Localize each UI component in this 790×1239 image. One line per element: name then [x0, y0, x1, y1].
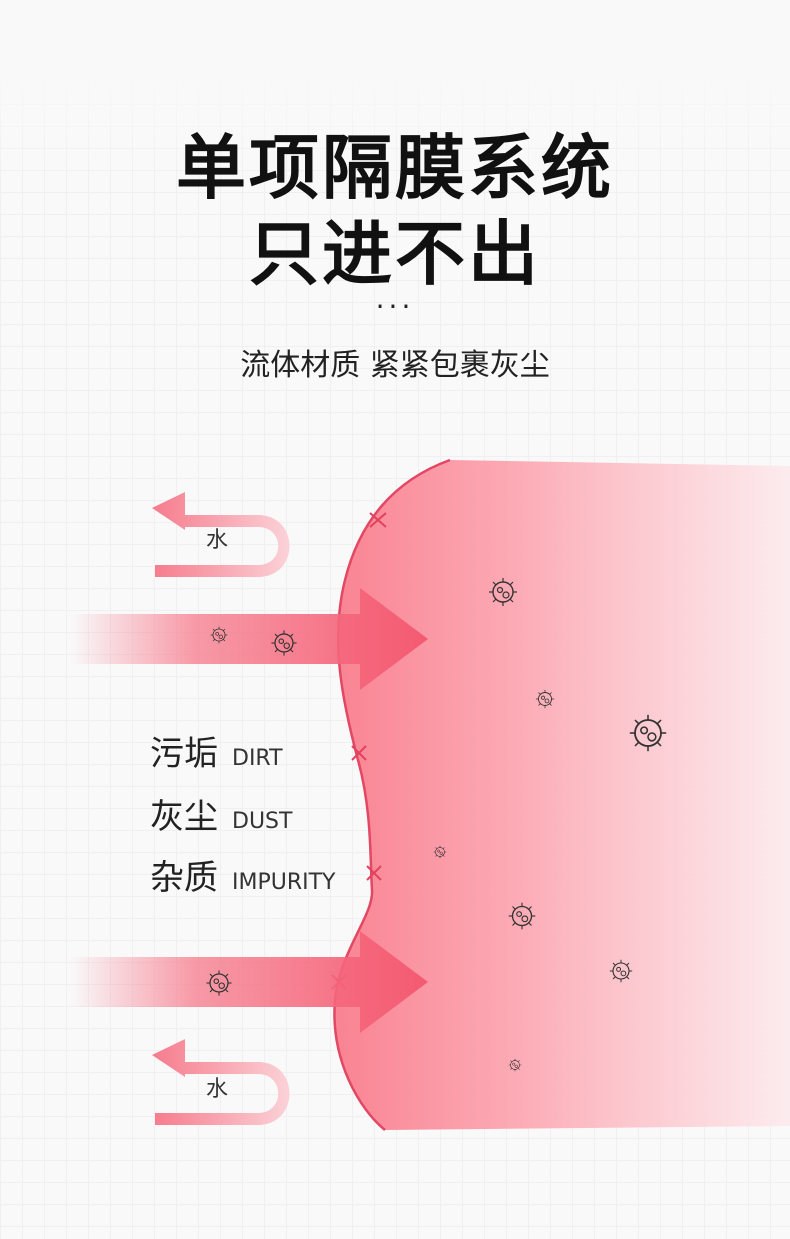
label-impurity-zh: 杂质	[150, 858, 218, 898]
water-label-bottom: 水	[206, 1077, 229, 1102]
label-impurity: 杂质 IMPURITY	[150, 850, 336, 899]
water-loop-top	[152, 492, 290, 577]
water-label-top: 水	[206, 528, 229, 553]
label-dust-zh: 灰尘	[150, 797, 218, 837]
ellipsis-dots: ···	[375, 290, 415, 323]
arrow-bottom	[70, 931, 428, 1033]
label-impurity-en: IMPURITY	[232, 870, 336, 895]
label-dust-en: DUST	[232, 809, 293, 834]
arrow-top	[70, 588, 428, 690]
main-title-line1: 单项隔膜系统	[176, 127, 614, 209]
label-dirt-zh: 污垢	[150, 734, 218, 774]
label-dust: 灰尘 DUST	[150, 789, 292, 838]
subtitle: 流体材质 紧紧包裹灰尘	[240, 348, 550, 383]
label-dirt-en: DIRT	[232, 746, 283, 771]
water-loop-bottom	[152, 1039, 290, 1125]
membrane-edge	[333, 458, 451, 1131]
top-fade	[0, 0, 790, 180]
main-title-line2: 只进不出	[249, 213, 541, 295]
label-dirt: 污垢 DIRT	[150, 726, 283, 775]
membrane-body	[334, 460, 790, 1130]
